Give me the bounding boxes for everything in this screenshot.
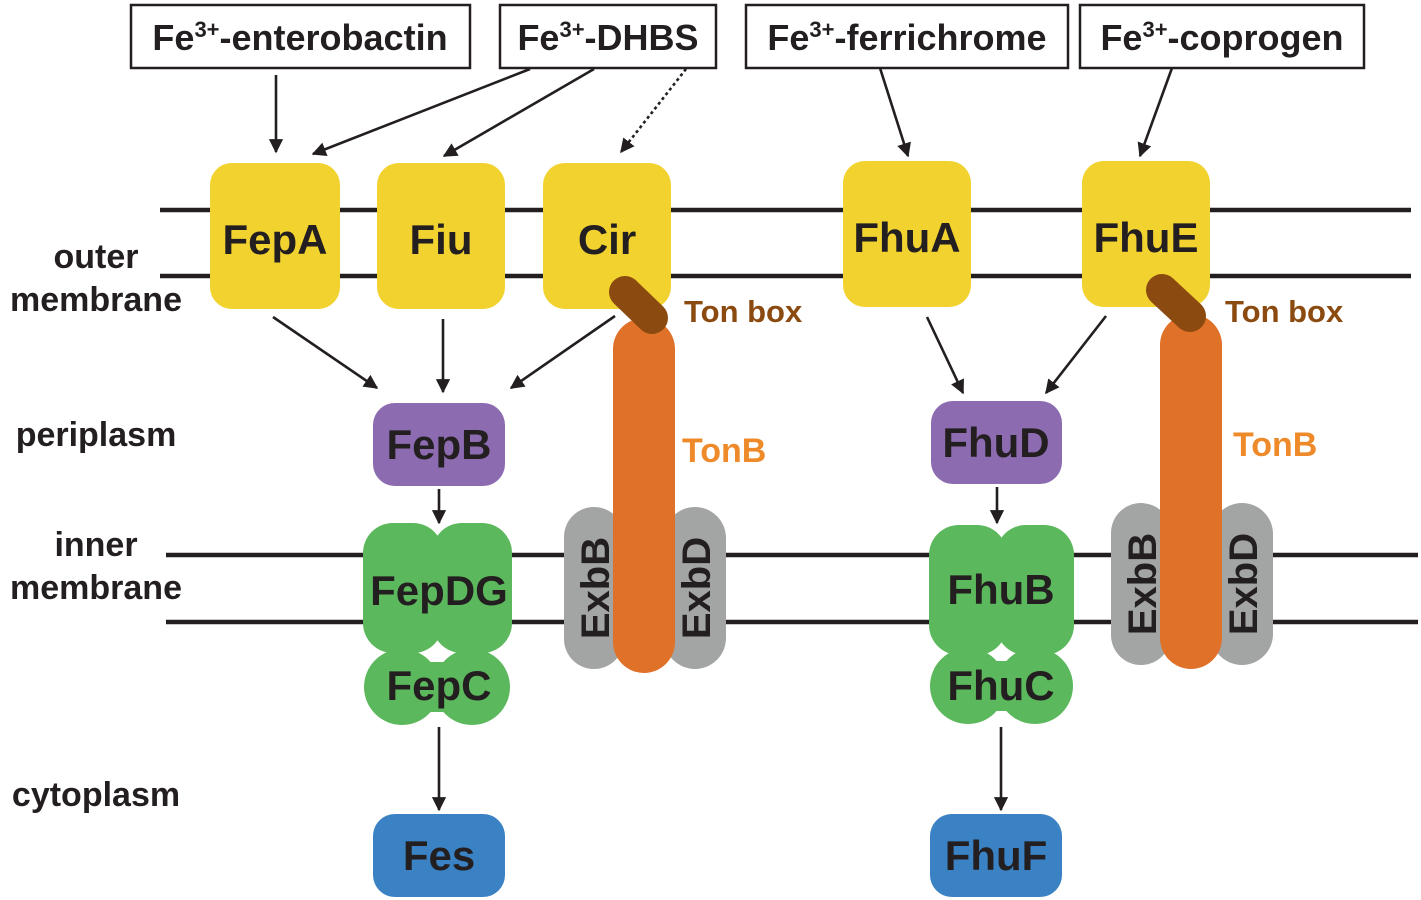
arrow-fhua-to-fhud xyxy=(925,316,965,395)
cir-receptor xyxy=(543,163,671,309)
fhud-protein xyxy=(931,401,1062,484)
siderophore-box-frame xyxy=(498,3,718,70)
siderophore-arrows xyxy=(268,67,1174,158)
fepc-label: FepC xyxy=(387,662,492,709)
ton-box-label-left: Ton box xyxy=(684,294,803,329)
ton-box-plug-right xyxy=(1146,274,1206,332)
arrow-ferrichrome-to-fhua xyxy=(878,67,911,158)
fes-protein xyxy=(373,814,505,897)
outer-membrane-receptors: FepA Fiu Cir FhuA FhuE xyxy=(210,161,1210,309)
siderophore-box-coprogen: Fe3+-coprogen xyxy=(1078,3,1366,70)
exbd-label-left: ExbD xyxy=(675,537,719,639)
arrow-coprogen-to-fhue xyxy=(1137,67,1174,158)
exbd-label-right: ExbD xyxy=(1222,533,1266,635)
exbb-protein-right xyxy=(1111,503,1171,665)
tonb-complex-left: ExbB ExbD TonB xyxy=(564,318,766,673)
siderophore-box-ferrichrome: Fe3+-ferrichrome xyxy=(744,3,1070,70)
tonb-protein-left xyxy=(613,318,675,673)
exbd-protein-right xyxy=(1211,503,1273,665)
fepdg-fepc-transporter: FepDG FepC xyxy=(363,523,512,725)
fhuf-label: FhuF xyxy=(945,832,1048,879)
inner-membrane-label-line2: membrane xyxy=(10,569,182,607)
arrow-cir-to-fepb xyxy=(509,314,616,390)
fhuf-protein xyxy=(930,814,1062,897)
cytoplasmic-proteins: Fes FhuF xyxy=(373,814,1062,897)
arrow-fhue-to-fhud xyxy=(1044,315,1108,395)
periplasm-label: periplasm xyxy=(16,416,177,454)
exbb-label-left: ExbB xyxy=(574,537,618,639)
fepa-label: FepA xyxy=(223,216,328,263)
periplasm-arrows xyxy=(272,314,1108,395)
fhue-receptor xyxy=(1082,161,1210,307)
exbb-protein-left xyxy=(564,507,624,669)
ton-box-plugs xyxy=(609,274,1206,334)
siderophore-label-dhbs: Fe3+-DHBS xyxy=(517,17,698,58)
fhub-core xyxy=(945,550,1057,630)
fiu-label: Fiu xyxy=(410,216,473,263)
siderophore-box-enterobactin: Fe3+-enterobactin xyxy=(129,3,472,70)
region-labels: outer membrane periplasm inner membrane … xyxy=(10,238,182,814)
siderophore-box-frame xyxy=(744,3,1070,70)
fiu-receptor xyxy=(377,163,505,309)
fhua-receptor xyxy=(843,161,971,307)
tonb-complex-right: ExbB ExbD TonB xyxy=(1111,314,1317,669)
fepc-core xyxy=(400,662,474,712)
outer-membrane-label-line2: membrane xyxy=(10,281,182,319)
fepb-label: FepB xyxy=(387,421,492,468)
cir-label: Cir xyxy=(578,216,636,263)
cytoplasm-arrows xyxy=(431,727,1009,812)
exbb-label-right: ExbB xyxy=(1121,533,1165,635)
fhub-label: FhuB xyxy=(947,566,1054,613)
ton-box-plug-left xyxy=(609,276,668,334)
tonb-protein-right xyxy=(1160,314,1222,669)
fepa-receptor xyxy=(210,163,340,309)
inner-membrane-arrows xyxy=(431,487,1005,525)
siderophore-label-ferrichrome: Fe3+-ferrichrome xyxy=(767,17,1046,58)
outer-membrane-lines xyxy=(160,207,1411,279)
fepb-protein xyxy=(373,403,505,486)
fhuc-core xyxy=(966,661,1037,711)
arrow-fepa-to-fepb xyxy=(272,315,379,390)
fhuc-label: FhuC xyxy=(947,662,1054,709)
fhua-label: FhuA xyxy=(853,214,960,261)
arrow-dhbs-to-fiu xyxy=(442,67,595,158)
siderophore-label-enterobactin: Fe3+-enterobactin xyxy=(152,17,447,58)
siderophore-label-coprogen: Fe3+-coprogen xyxy=(1100,17,1343,58)
siderophore-box-frame xyxy=(1078,3,1366,70)
siderophore-box-dhbs: Fe3+-DHBS xyxy=(498,3,718,70)
tonb-label-left: TonB xyxy=(682,432,766,470)
fepdg-label: FepDG xyxy=(370,567,508,614)
tonb-label-right: TonB xyxy=(1233,426,1317,464)
cytoplasm-label: cytoplasm xyxy=(12,776,180,814)
exbd-protein-left xyxy=(664,507,726,669)
fepdg-core xyxy=(380,550,495,630)
arrow-dhbs-to-fepa xyxy=(311,67,531,156)
inner-membrane-label-line1: inner xyxy=(54,526,137,564)
siderophore-box-frame xyxy=(129,3,472,70)
periplasmic-proteins: FepB FhuD xyxy=(373,401,1062,486)
arrow-dhbs-to-cir-dotted xyxy=(619,68,688,154)
ton-box-label-right: Ton box xyxy=(1225,294,1344,329)
fhue-label: FhuE xyxy=(1094,214,1199,261)
fhub-fhuc-transporter: FhuB FhuC xyxy=(929,525,1074,724)
fes-label: Fes xyxy=(403,832,475,879)
fhud-label: FhuD xyxy=(942,419,1049,466)
outer-membrane-label-line1: outer xyxy=(54,238,139,276)
